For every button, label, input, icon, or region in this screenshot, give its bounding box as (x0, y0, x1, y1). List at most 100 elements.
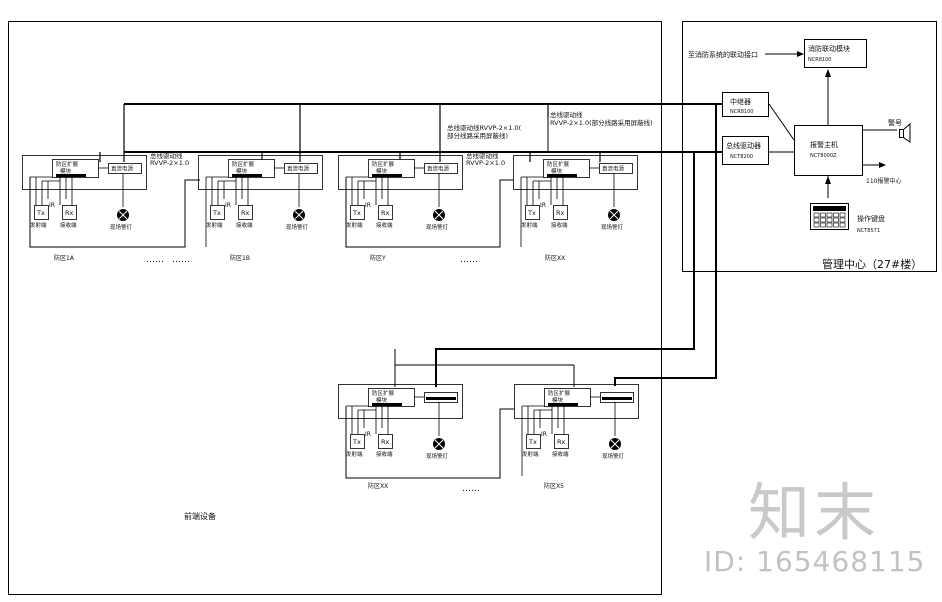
lamp-label: 现场警灯 (426, 452, 449, 460)
bus-label-a1: 总线驱动线 (150, 151, 183, 160)
bus-label-c1: 总线驱动线 (466, 151, 499, 160)
ir-text: IR (225, 202, 231, 209)
ellipsis-upper-2: …… (460, 255, 478, 265)
rx-text: Rx (557, 438, 566, 446)
power-supply-box (108, 163, 142, 174)
zone-module-box (543, 159, 590, 178)
lamp-label: 现场警灯 (601, 223, 624, 231)
siren-horn-icon (903, 122, 911, 143)
zone-module-box (544, 388, 591, 407)
tx-box (526, 434, 541, 449)
ir-text: IR (540, 202, 546, 209)
front-end-area-label: 前端设备 (184, 511, 216, 521)
rx-text: Rx (241, 209, 250, 217)
center-title: 管理中心（27#楼） (822, 257, 922, 271)
zone-module-label: 防区扩展 (372, 160, 395, 168)
rx-box (62, 205, 77, 220)
rx-box (238, 205, 253, 220)
tx-text: Tx (352, 209, 361, 217)
tx-text: Tx (36, 209, 45, 217)
repeater-model: NCR8100 (730, 109, 753, 115)
lamp-label: 现场警灯 (602, 452, 625, 460)
bus-label-a2: RVVP-2×1.0 (150, 159, 189, 167)
siren-label: 警号 (888, 118, 902, 127)
zone-module-label: 防区扩展 (232, 160, 255, 168)
tx-label: 发射端 (346, 450, 363, 458)
to-110-label: 110报警中心 (866, 177, 901, 185)
repeater-box (722, 92, 769, 117)
rx-box (378, 205, 393, 220)
rx-label: 接收端 (551, 221, 568, 229)
zone-module-label-2: 模块 (376, 167, 388, 175)
ir-text: IR (365, 431, 371, 438)
tx-box (34, 205, 49, 220)
tx-label: 发射端 (346, 221, 363, 229)
lamp-label: 现场警灯 (426, 223, 449, 231)
bus-label-r1: 总线驱动线 (550, 110, 583, 119)
tx-label: 发射端 (522, 450, 539, 458)
alarm-host-name: 报警主机 (810, 140, 838, 149)
rx-label: 接收端 (376, 221, 393, 229)
zone-module-box (368, 159, 415, 178)
zone-module-box (52, 159, 99, 178)
rx-box (554, 434, 569, 449)
tx-box (350, 205, 365, 220)
zone-id-label: 防区XX (368, 482, 388, 490)
zone-module-box (368, 388, 415, 407)
bus-driver-name: 总线驱动器 (726, 141, 761, 150)
zone-id-label: 防区1B (230, 254, 250, 262)
power-supply-label: 直流电源 (287, 165, 310, 173)
ir-text: IR (49, 202, 55, 209)
watermark-logo: 知末 (748, 476, 881, 549)
zone-id-label: 防区1A (54, 254, 75, 262)
zone-module-box (228, 159, 275, 178)
zone-module-label: 防区扩展 (548, 389, 571, 397)
bus-label-r2: RVVP-2×1.0(部分线路采用屏蔽线) (550, 118, 653, 127)
zone-module-label-2: 模块 (551, 167, 563, 175)
alarm-host-box (794, 125, 863, 176)
management-center-frame (682, 21, 937, 272)
zone-module-label-2: 模块 (60, 167, 72, 175)
keyboard-model: NCT8571 (857, 228, 880, 234)
power-supply-box (599, 163, 633, 174)
zone-module-label-2: 模块 (236, 167, 248, 175)
tx-box (350, 434, 365, 449)
bus-driver-model: NCT8200 (730, 154, 753, 160)
rx-box (378, 434, 393, 449)
lamp-label: 现场警灯 (286, 223, 309, 231)
management-center: 至消防系统的联动接口 消防联动模块 NCR8100 中继器 NCR8100 总线… (688, 39, 922, 271)
bus-label-b2: 部分线路采用屏蔽线) (447, 131, 508, 140)
tx-label: 发射端 (206, 221, 223, 229)
keyboard-icon (810, 203, 849, 230)
rx-label: 接收端 (552, 450, 569, 458)
power-supply-label: 直流电源 (602, 165, 625, 173)
tx-text: Tx (212, 209, 221, 217)
power-supply-box (424, 163, 458, 174)
ellipsis-lower: …… (462, 484, 480, 494)
bus-label-b1: 总线驱动线RVVP-2×1.0( (447, 123, 522, 132)
bus-label-c2: RVVP-2×1.0 (466, 159, 505, 167)
rx-text: Rx (381, 209, 390, 217)
bus-lines (124, 103, 722, 387)
zone-id-label: 防区Y (370, 254, 386, 262)
module-terminal-strip (56, 174, 86, 177)
keyboard-name: 操作键盘 (857, 214, 885, 223)
zone-module-label-2: 模块 (376, 396, 388, 404)
rx-label: 接收端 (376, 450, 393, 458)
power-supply-label: 直流电源 (111, 165, 134, 173)
zone-module-label-2: 模块 (552, 396, 564, 404)
zone-module-label: 防区扩展 (547, 160, 570, 168)
tx-text: Tx (528, 438, 537, 446)
ellipsis-upper-1: …… (146, 255, 164, 265)
front-end-frame (8, 21, 662, 595)
zone-module-label: 防区扩展 (372, 389, 395, 397)
rx-label: 接收端 (236, 221, 253, 229)
tx-label: 发射端 (30, 221, 47, 229)
tx-text: Tx (352, 438, 361, 446)
